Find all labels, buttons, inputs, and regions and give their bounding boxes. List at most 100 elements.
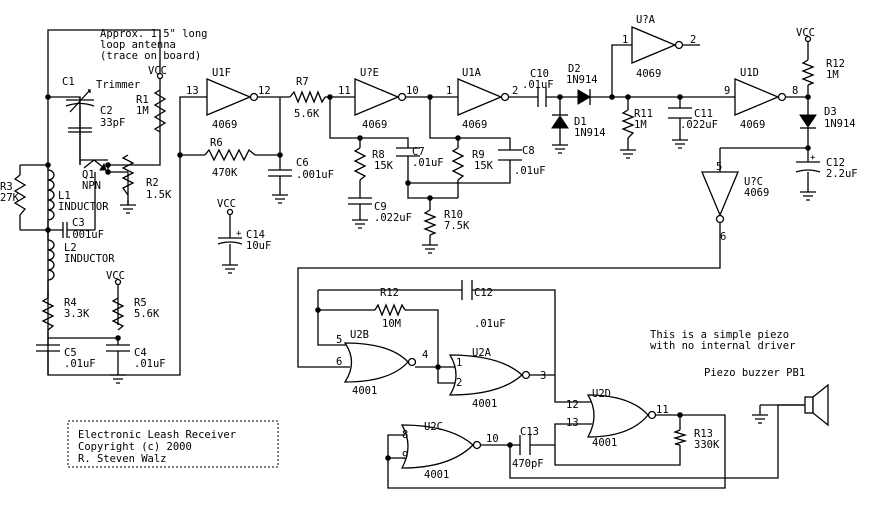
u2c-pin-out: 10 [486, 433, 499, 445]
r3-body [13, 165, 27, 230]
junctions [45, 94, 811, 461]
u2a-inv-pin-in: 1 [622, 34, 628, 46]
labels: Approx. 1.5" long loop antenna (trace on… [0, 14, 858, 481]
c4-name: C4 [134, 347, 147, 359]
c2-value: 33pF [100, 117, 125, 129]
vcc-label-r12: VCC [796, 27, 815, 39]
d2-value: 1N914 [566, 74, 598, 86]
u1a-pin-in: 1 [446, 85, 452, 97]
r2-name: R2 [146, 177, 159, 189]
piezo-note-line2: with no internal driver [650, 340, 795, 352]
r9-value: 15K [474, 160, 494, 172]
u1e-chip: 4069 [362, 119, 387, 131]
r12a-value: 1M [826, 69, 839, 81]
c10-value: .01uF [522, 79, 554, 91]
c1-trimmer-note: Trimmer [96, 79, 140, 91]
c12b-value: .01uF [474, 318, 506, 330]
c9-value: .022uF [374, 212, 412, 224]
r11-body [621, 109, 635, 139]
r11-name: R11 [634, 108, 653, 120]
d3-name: D3 [824, 106, 837, 118]
c8-name: C8 [522, 145, 535, 157]
c14-value: 10uF [246, 240, 271, 252]
antenna-note-line3: (trace on board) [100, 50, 201, 62]
u2a-inv-pin-out: 2 [690, 34, 696, 46]
r12b-name: R12 [380, 287, 399, 299]
r10-name: R10 [444, 209, 463, 221]
r6-value: 470K [212, 167, 238, 179]
u2c-chip: 4001 [424, 469, 449, 481]
u1d-chip: 4069 [740, 119, 765, 131]
nor-gates [343, 342, 657, 469]
l1-body [47, 165, 55, 230]
antenna-note-line1: Approx. 1.5" long [100, 28, 207, 40]
u1a-chip: 4069 [462, 119, 487, 131]
l2-body [47, 230, 55, 298]
u2a-chip: 4001 [472, 398, 497, 410]
u2d-name: U2D [592, 388, 611, 400]
q1-name: Q1 [82, 169, 95, 181]
u2b-pin-b: 6 [336, 356, 342, 368]
d2-body [577, 89, 591, 105]
u2a-pin-b: 2 [456, 377, 462, 389]
u1a-name: U1A [462, 67, 482, 79]
d3-value: 1N914 [824, 118, 856, 130]
u1d-name: U1D [740, 67, 759, 79]
upc-pin-in: 5 [716, 161, 722, 173]
l1-name: L1 [58, 190, 71, 202]
c7-name: C7 [412, 146, 425, 158]
vcc-markers [114, 35, 812, 286]
c6-name: C6 [296, 157, 309, 169]
u1d-pin-in: 9 [724, 85, 730, 97]
c12a-plus: + [810, 153, 816, 163]
c12b-name: C12 [474, 287, 493, 299]
l1-value: INDUCTOR [58, 201, 109, 213]
vcc-label-r5: VCC [106, 270, 125, 282]
u1e-pin-out: 10 [406, 85, 419, 97]
c11-value: .022uF [680, 119, 718, 131]
r4-name: R4 [64, 297, 77, 309]
u2c-pin-b: 9 [402, 450, 408, 462]
u2b-chip: 4001 [352, 385, 377, 397]
r12b-body [374, 303, 406, 317]
c10-name: C10 [530, 68, 549, 80]
c12a-value: 2.2uF [826, 168, 858, 180]
vcc-label-c14: VCC [217, 198, 236, 210]
r1-name: R1 [136, 94, 149, 106]
u1f-chip: 4069 [212, 119, 237, 131]
c7-value: .01uF [412, 157, 444, 169]
r8-value: 15K [374, 160, 394, 172]
c5-value: .01uF [64, 358, 96, 370]
r8-name: R8 [372, 149, 385, 161]
u2a-inv-name: U?A [636, 14, 656, 26]
vcc-label-r1: VCC [148, 65, 167, 77]
c14-plus: + [236, 229, 242, 239]
r3-value: 27K [0, 192, 20, 204]
c1-name: C1 [62, 76, 75, 88]
r2-body [121, 154, 135, 196]
c13-value: 470pF [512, 458, 544, 470]
r13-body [672, 429, 688, 446]
buzzer-label: Piezo buzzer PB1 [704, 367, 805, 379]
r13-value: 330K [694, 439, 720, 451]
upc-chip: 4069 [744, 187, 769, 199]
u2b-pin-a: 5 [336, 334, 342, 346]
c14-name: C14 [246, 229, 265, 241]
r1-body [153, 89, 167, 133]
wires [20, 29, 809, 489]
r7-name: R7 [296, 76, 309, 88]
r12b-value: 10M [382, 318, 401, 330]
u2a-pin-a: 1 [456, 357, 462, 369]
u2a-name: U2A [472, 347, 492, 359]
c5-name: C5 [64, 347, 77, 359]
u1a-pin-out: 2 [512, 85, 518, 97]
u2b-pin-out: 4 [422, 349, 428, 361]
u2d-chip: 4001 [592, 437, 617, 449]
c6-value: .001uF [296, 169, 334, 181]
d1-body [551, 115, 569, 129]
r12a-name: R12 [826, 58, 845, 70]
antenna-note-line2: loop antenna [100, 39, 176, 51]
d1-name: D1 [574, 116, 587, 128]
